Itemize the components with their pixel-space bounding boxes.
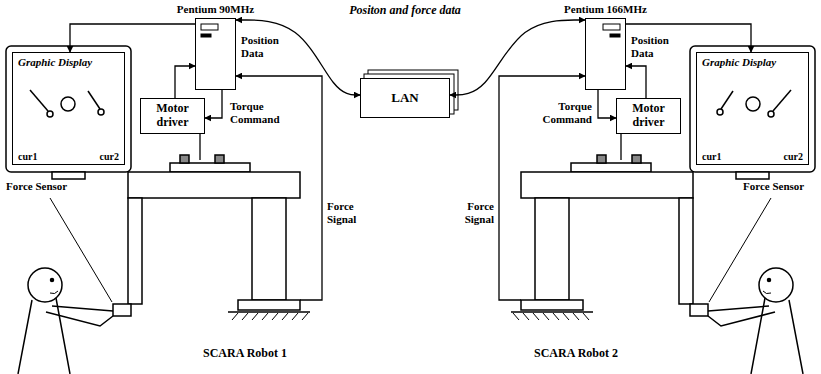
connector-label: Force Signal [446, 200, 494, 225]
cursor-label: cur1 [18, 151, 37, 162]
cursor-label: cur2 [100, 151, 119, 162]
cursor-label: cur2 [784, 151, 803, 162]
process-box: Motor driver [616, 98, 681, 134]
cursor-label: cur1 [702, 151, 721, 162]
connector [205, 90, 222, 118]
box-label: LAN [391, 90, 418, 106]
computer-tower: Pentium 166MHz [585, 18, 626, 90]
box-label: Motor driver [144, 102, 201, 130]
pendulum-icon [98, 109, 104, 115]
connector [620, 134, 621, 160]
display-title: Graphic Display [18, 56, 92, 68]
connector-label: Torque Command [530, 100, 592, 125]
robot: SCARA Robot 1 [150, 160, 300, 312]
part-label: Force Sensor [6, 180, 67, 193]
graphic-display: Graphic Display cur1 cur2 [696, 52, 809, 165]
drive-slot [201, 24, 218, 30]
target-icon [61, 97, 75, 111]
operator-mouth [50, 291, 58, 294]
encoder [180, 155, 189, 163]
network-box: LAN [360, 78, 450, 118]
network-caption: Positon and force data [330, 3, 480, 18]
operator-head [28, 268, 62, 302]
ground-hatch [232, 313, 308, 320]
robot-name: SCARA Robot 2 [501, 346, 651, 361]
force-sensor [113, 304, 131, 316]
connector [598, 90, 616, 118]
operator-eye [51, 279, 54, 282]
drive-slot [201, 34, 211, 37]
pendulum-icon [47, 111, 53, 117]
process-box: Motor driver [140, 98, 205, 134]
connector [70, 24, 195, 52]
part-label: Force Sensor [743, 180, 804, 193]
ground [228, 311, 310, 313]
monitor-frame [6, 46, 131, 172]
connector [199, 134, 200, 160]
display-title: Graphic Display [702, 56, 776, 68]
robot: SCARA Robot 2 [521, 160, 671, 312]
computer-tower: Pentium 90MHz [195, 18, 236, 90]
robot-base [238, 300, 300, 310]
monitor-stand [52, 172, 85, 179]
computer-name: Pentium 166MHz [564, 3, 647, 15]
connector-label: Force Signal [327, 200, 375, 225]
robot-motor-housing [170, 163, 250, 172]
connector [450, 20, 585, 95]
connector [236, 20, 360, 95]
computer-name: Pentium 90MHz [177, 3, 254, 15]
robot-link [128, 198, 142, 304]
operator-arm [46, 306, 113, 326]
graphic-display: Graphic Display cur1 cur2 [12, 52, 125, 165]
signal-label: Position Data [241, 34, 296, 59]
pendulum-icon [30, 90, 48, 111]
operator-body [18, 298, 70, 374]
connector [626, 66, 646, 98]
pendulum-icon [88, 91, 100, 109]
leader-line [50, 198, 112, 302]
connector-label: Torque Command [230, 100, 292, 125]
connector [175, 66, 195, 98]
box-label: Motor driver [620, 102, 677, 130]
signal-label: Position Data [631, 34, 686, 59]
robot-arm [128, 172, 300, 198]
robot-column [252, 198, 286, 300]
robot-name: SCARA Robot 1 [170, 346, 320, 361]
encoder [215, 155, 224, 163]
